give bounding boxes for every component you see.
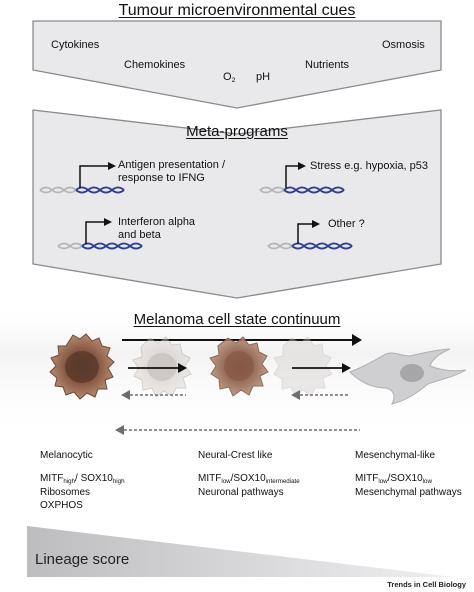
marker-text: /SOX10 <box>230 473 266 484</box>
melanocytic-cell <box>49 333 115 400</box>
state-mesenchymal-markers: MITFlow/SOX10low <box>355 474 432 485</box>
dna-helix-1 <box>39 162 125 194</box>
marker-text: MITF <box>355 473 379 484</box>
state-neural-crest-extra1: Neuronal pathways <box>198 487 284 498</box>
cue-nutrients: Nutrients <box>305 59 350 71</box>
forward-arrow-1 <box>128 363 187 373</box>
continuum-forward-arrow <box>122 334 362 346</box>
state-melanocytic-extra2: OXPHOS <box>40 500 83 511</box>
state-neural-crest-name: Neural-Crest like <box>198 450 273 461</box>
program-other: Other ? <box>328 218 365 230</box>
state-melanocytic-markers: MITFhigh/ SOX10high <box>40 474 125 485</box>
cues-title: Tumour microenvironmental cues <box>118 2 356 19</box>
cue-ph: pH <box>256 71 271 83</box>
lineage-score-label: Lineage score <box>35 551 130 568</box>
marker-text: MITF <box>198 473 222 484</box>
forward-arrow-2 <box>292 363 351 373</box>
cue-o2-sub: 2 <box>231 77 236 84</box>
reverse-arrow-1 <box>121 390 186 400</box>
faded-cell-2 <box>273 336 333 397</box>
continuum-reverse-arrow <box>115 425 360 435</box>
program-interferon-line2: and beta <box>118 229 161 241</box>
dna-helix-3 <box>259 162 345 194</box>
lineage-score-wedge <box>27 526 454 577</box>
source-credit: Trends in Cell Biology <box>387 580 466 589</box>
faded-cell-1 <box>132 336 192 398</box>
marker-sub: low <box>221 478 231 485</box>
program-antigen-line2: response to IFNG <box>118 172 205 184</box>
state-mesenchymal-extra1: Mesenchymal pathways <box>355 487 462 498</box>
state-neural-crest-markers: MITFlow/SOX10intermediate <box>198 474 300 485</box>
marker-text: MITF <box>40 473 64 484</box>
continuum-title: Melanoma cell state continuum <box>133 311 341 328</box>
state-melanocytic-name: Melanocytic <box>40 450 93 461</box>
cue-cytokines: Cytokines <box>51 39 100 51</box>
cue-o2-text: O <box>223 71 232 83</box>
marker-sub: intermediate <box>265 478 300 485</box>
neural-crest-cell <box>209 336 269 397</box>
cue-osmosis: Osmosis <box>382 39 425 51</box>
cue-chemokines: Chemokines <box>124 59 186 71</box>
program-antigen-line1: Antigen presentation / <box>118 159 226 171</box>
marker-text: / SOX10 <box>75 473 113 484</box>
mesenchymal-cell <box>349 348 467 405</box>
marker-sub: low <box>378 478 388 485</box>
program-interferon-line1: Interferon alpha <box>118 216 196 228</box>
cue-o2: O2 <box>223 72 235 85</box>
marker-text: /SOX10 <box>387 473 423 484</box>
dna-helix-4 <box>267 220 353 250</box>
cues-panel <box>32 20 442 109</box>
meta-programs-panel <box>32 109 442 299</box>
marker-sub: high <box>112 478 125 485</box>
state-melanocytic-extra1: Ribosomes <box>40 487 91 498</box>
state-mesenchymal-name: Mesenchymal-like <box>355 450 436 461</box>
program-stress: Stress e.g. hypoxia, p53 <box>310 160 429 172</box>
dna-helix-2 <box>57 218 143 250</box>
reverse-arrow-2 <box>291 390 350 400</box>
meta-programs-title: Meta-programs <box>186 123 288 140</box>
marker-sub: high <box>63 478 76 485</box>
marker-sub: low <box>422 478 432 485</box>
